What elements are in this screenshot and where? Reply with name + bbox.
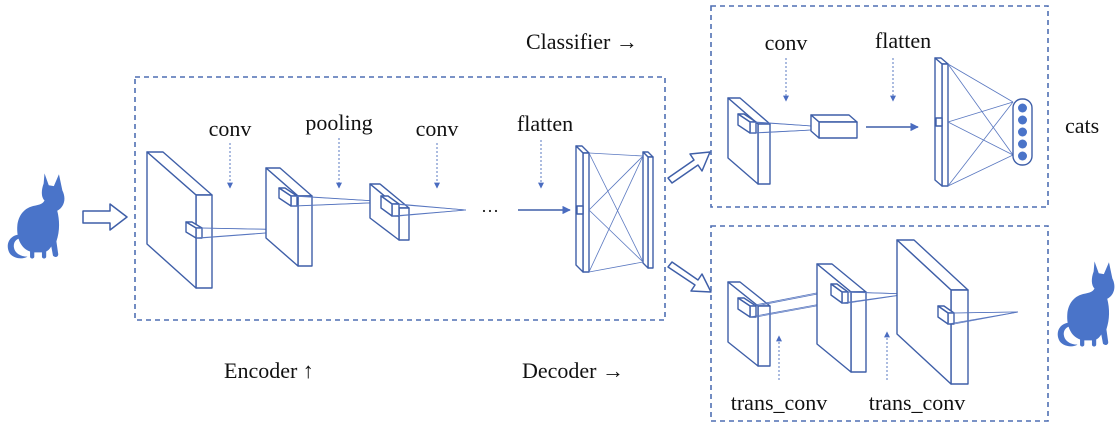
- output-neuron: [1018, 127, 1027, 137]
- decoder-projection-3: [947, 311, 1019, 325]
- input-arrow: [82, 203, 128, 231]
- encoder-dense-layer: [642, 151, 654, 269]
- decoder-branch-arrow: [667, 261, 712, 293]
- classifier-branch-arrow: [667, 151, 711, 184]
- decoder-trans-conv-label-1: trans_conv: [731, 390, 828, 415]
- encoder-title: Encoder ↑: [224, 358, 314, 383]
- output-cat-icon: [1057, 261, 1115, 347]
- classifier-output-label: cats: [1065, 113, 1099, 138]
- output-neuron: [1018, 139, 1027, 149]
- encoder-pooling-label: pooling: [305, 110, 372, 135]
- encoder-dense-connections: [588, 152, 644, 273]
- decoder-layer-1: [727, 281, 771, 367]
- output-neuron: [1018, 103, 1027, 113]
- encoder-box: [134, 76, 666, 321]
- output-neuron: [1018, 115, 1027, 125]
- encoder-input-layer: [146, 151, 213, 289]
- decoder-trans-conv-label-2: trans_conv: [869, 390, 966, 415]
- decoder-layer-2: [816, 263, 867, 373]
- encoder-conv-label-2: conv: [416, 116, 459, 141]
- classifier-projection: [749, 121, 813, 134]
- classifier-flatten-label: flatten: [875, 28, 931, 53]
- classifier-box: [710, 5, 1049, 208]
- output-neuron: [1018, 151, 1027, 161]
- encoder-flatten-label: flatten: [517, 111, 573, 136]
- classifier-dense-connections: [947, 63, 1014, 187]
- encoder-flatten-layer: [575, 145, 590, 273]
- encoder-ellipsis: ···: [481, 201, 499, 221]
- encoder-projection-3: [391, 203, 467, 217]
- decoder-box: [710, 225, 1049, 422]
- encoder-conv-layer-1: [265, 167, 313, 267]
- input-cat-icon: [7, 173, 65, 259]
- encoder-conv-label-1: conv: [209, 116, 252, 141]
- classifier-output-layer: [1012, 98, 1033, 166]
- classifier-conv-label: conv: [765, 30, 808, 55]
- classifier-flatten-layer: [934, 57, 949, 187]
- classifier-conv-layer: [727, 97, 771, 185]
- decoder-layer-3: [896, 239, 969, 385]
- classifier-title: Classifier →: [526, 29, 638, 54]
- classifier-pooled-block: [810, 114, 858, 139]
- decoder-title: Decoder →: [522, 358, 624, 383]
